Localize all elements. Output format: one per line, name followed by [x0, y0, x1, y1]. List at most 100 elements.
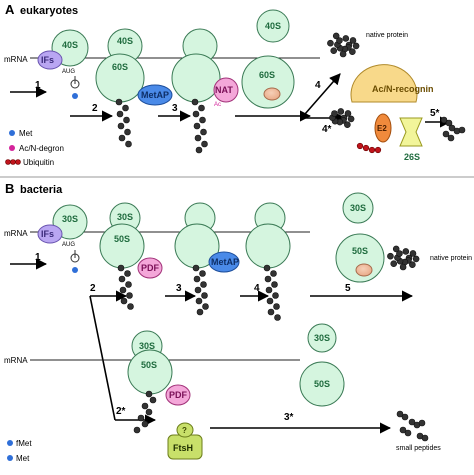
residue-bead — [200, 281, 207, 288]
residue-bead — [349, 48, 356, 56]
native-protein-a — [327, 32, 360, 58]
residue-bead — [202, 303, 209, 310]
free-30s-subunit-2 — [307, 323, 337, 353]
residue-bead — [137, 414, 145, 422]
free-30s-subunit — [342, 192, 374, 224]
residue-bead — [265, 286, 273, 294]
nat-enzyme — [213, 77, 239, 103]
subunit-label: 60S — [259, 70, 275, 80]
residue-bead — [344, 110, 352, 117]
residue-bead — [145, 390, 153, 398]
residue-bead — [199, 270, 206, 277]
free-60s-subunit — [241, 55, 295, 109]
legend-ub-dot-1 — [5, 159, 11, 165]
ftsh-head — [176, 422, 194, 438]
residue-bead — [337, 108, 345, 115]
residue-bead — [149, 396, 157, 404]
mrna-label-b: mRNA — [4, 229, 28, 238]
step-3-b-label: 3 — [176, 283, 182, 294]
residue-bead — [390, 260, 398, 267]
legend-a: Met Ac/N-degron Ubiquitin — [5, 129, 64, 167]
metap-label-b: MetAP — [211, 257, 239, 267]
residue-bead — [145, 408, 153, 416]
metap-label-a: MetAP — [141, 90, 169, 100]
e2-enzyme — [374, 113, 392, 143]
residue-bead — [141, 402, 149, 410]
aug-label-b: AUG — [62, 242, 75, 248]
residue-bead — [201, 292, 208, 299]
ftsh-label: FtsH — [173, 443, 193, 453]
residue-bead — [195, 297, 203, 305]
residue-bead — [396, 250, 403, 257]
residue-bead — [133, 426, 141, 434]
residue-bead — [200, 128, 207, 136]
nascent-chain-stalled — [133, 390, 157, 434]
residue-bead — [368, 146, 376, 154]
ubiquitin-chain — [356, 142, 382, 154]
exit-tunnel-b — [355, 263, 373, 277]
subunit-label-40s: 40S — [62, 40, 78, 50]
panel-b-title: bacteria — [20, 184, 63, 196]
ribosome-b1: 30S 50S PDF — [99, 202, 163, 279]
residue-bead — [448, 124, 456, 132]
residue-bead — [412, 255, 420, 263]
legend-ub-label: Ubiquitin — [23, 158, 54, 167]
residue-bead — [264, 275, 272, 283]
residue-bead — [331, 110, 338, 117]
nascent-chain-b1 — [117, 264, 134, 310]
ifs-label-b: IFs — [41, 229, 54, 239]
residue-bead — [195, 146, 203, 154]
subunit-label: 40S — [117, 36, 133, 46]
residue-bead — [116, 110, 124, 118]
residue-bead — [402, 248, 410, 255]
residue-bead — [362, 144, 370, 152]
residue-bead — [332, 32, 340, 40]
nat-label: NAT — [215, 85, 233, 95]
residue-bead — [122, 104, 129, 112]
mrna-label-b2: mRNA — [4, 356, 28, 365]
e2-label: E2 — [377, 124, 387, 133]
step-2-b-label: 2 — [90, 283, 96, 294]
free-40s-subunit — [256, 9, 290, 43]
residue-bead — [199, 116, 206, 124]
proteasome-shape — [399, 117, 423, 147]
residue-bead — [409, 261, 416, 269]
ribosome-b3 — [245, 202, 291, 269]
residue-bead — [342, 35, 350, 42]
recognin-label: Ac/N-recognin — [372, 84, 434, 94]
residue-bead — [356, 142, 364, 150]
panel-b: B bacteria mRNA 30S IFs AUG 1 30S 50S PD… — [4, 181, 472, 463]
ribosome-a1: 40S 60S MetAP — [95, 28, 173, 106]
free-50s-subunit-2 — [299, 361, 345, 407]
residue-bead — [126, 292, 133, 299]
pdf-label-stalled: PDF — [169, 390, 188, 400]
subunit-label: 30S — [62, 214, 78, 224]
residue-bead — [409, 250, 417, 257]
legend-ac-dot — [9, 145, 15, 151]
metap-enzyme-b — [208, 251, 240, 273]
legend-fmet-dot — [7, 440, 13, 446]
residue-bead — [408, 418, 416, 426]
residue-bead — [271, 281, 278, 288]
small-peptides-label: small peptides — [396, 445, 441, 452]
mrna-label-a: mRNA — [4, 55, 28, 64]
residue-bead — [117, 122, 125, 130]
nascent-chain-b2 — [192, 264, 209, 316]
residue-bead — [192, 110, 200, 118]
subunit-label: 30S — [139, 341, 155, 351]
step-5star-a-label: 5* — [430, 108, 440, 119]
residue-bead — [118, 134, 126, 142]
step-2star-b-label: 2* — [116, 406, 126, 417]
residue-bead — [421, 434, 429, 442]
panel-b-letter: B — [5, 181, 14, 196]
residue-bead — [404, 429, 412, 437]
ifs-label-a: IFs — [41, 55, 54, 65]
legend-fmet-label: fMet — [16, 439, 32, 448]
residue-bead — [442, 130, 450, 138]
legend-ub-dot-3 — [15, 159, 21, 165]
residue-bead — [141, 420, 149, 428]
residue-bead — [447, 134, 455, 142]
residue-bead — [125, 140, 132, 148]
